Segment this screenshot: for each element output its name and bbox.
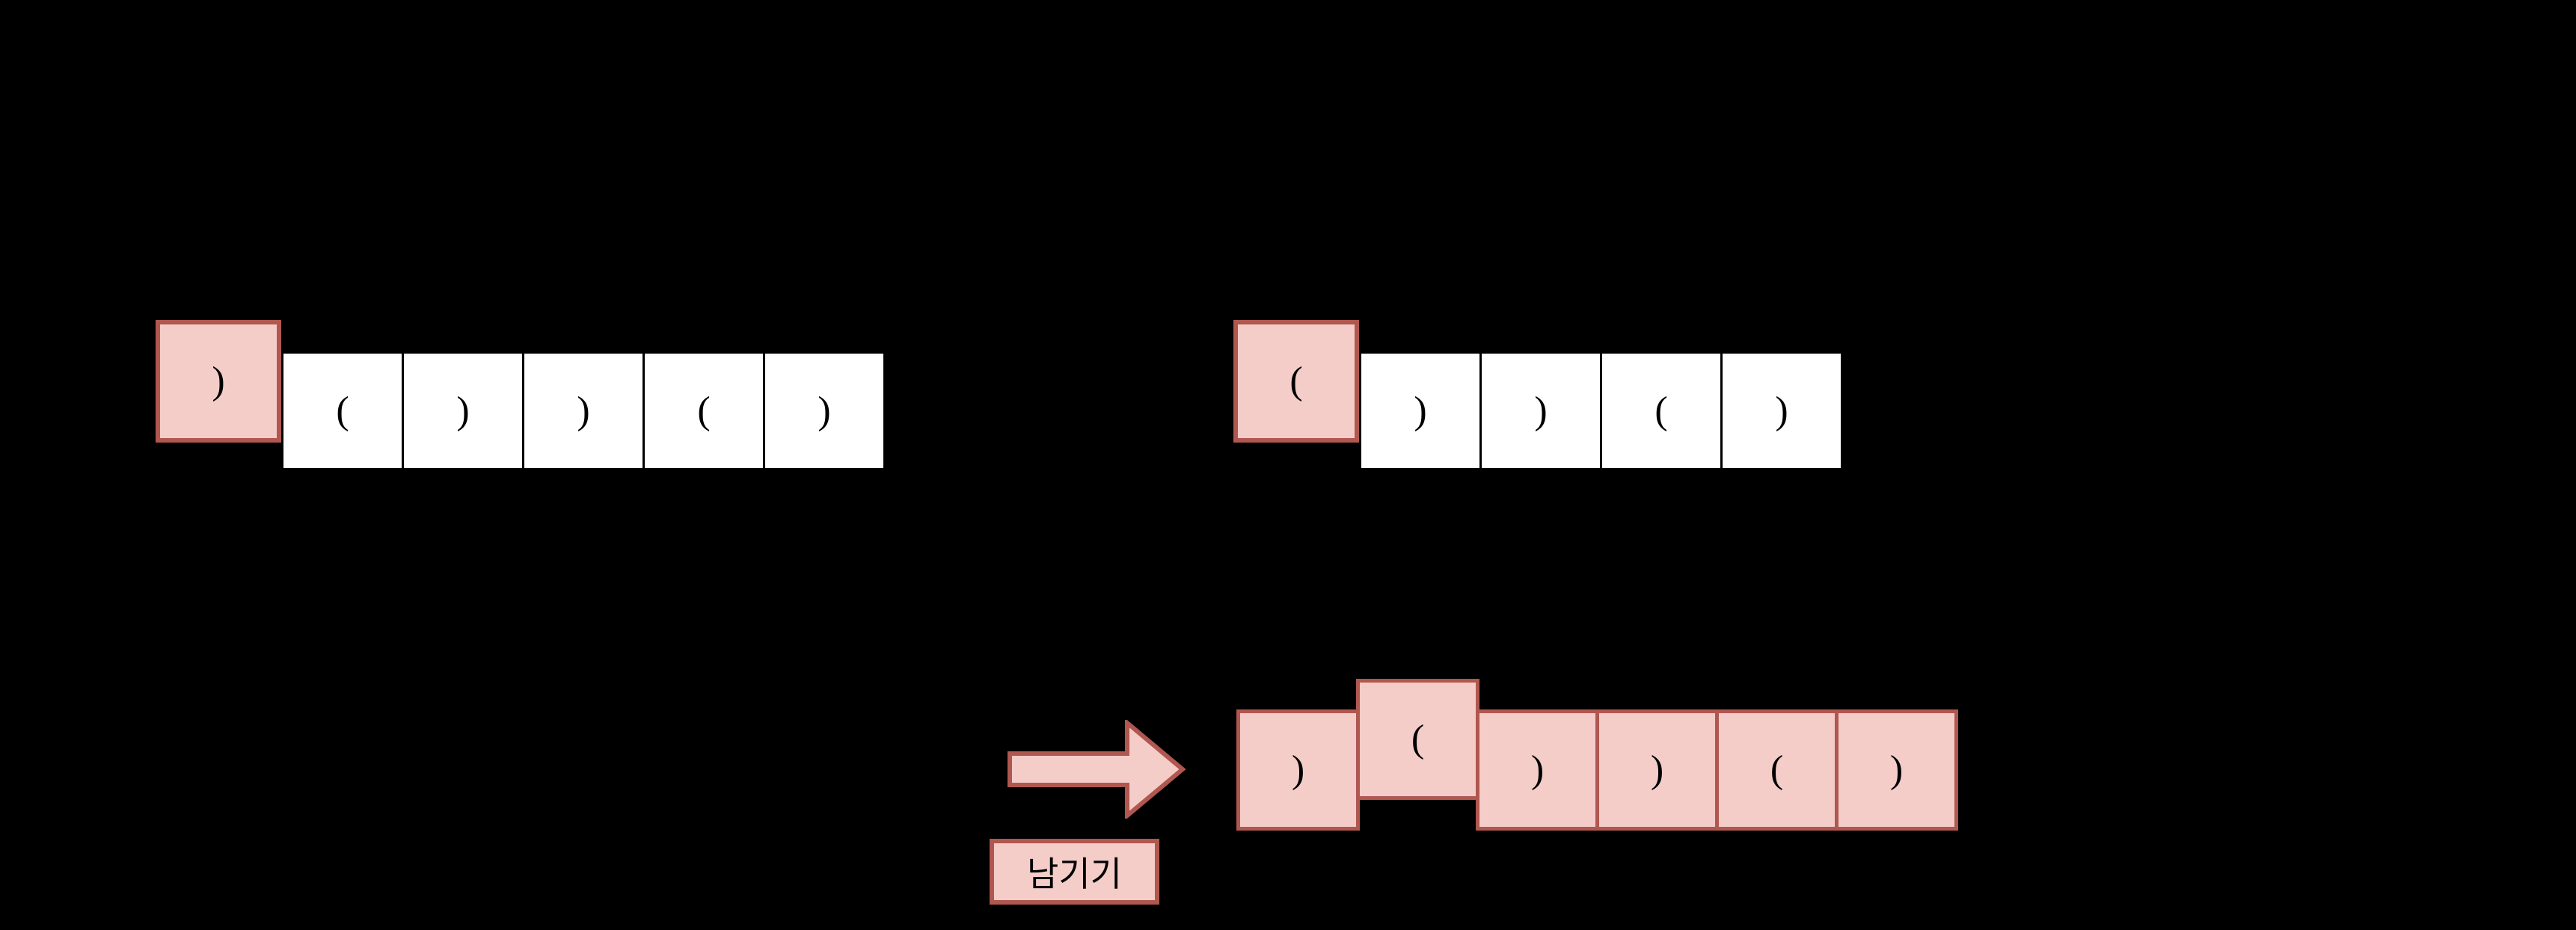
merged-result-cell-1: ( [1356, 679, 1479, 800]
left-input-new-symbol-cell: ) [156, 320, 281, 443]
left-input-cell-1: ) [402, 351, 524, 470]
right-input-cell-2: ( [1600, 351, 1723, 470]
left-input-cell-4: ) [763, 351, 886, 470]
merged-result-cell-2: ) [1476, 709, 1599, 831]
left-input-cell-3: ( [643, 351, 765, 470]
left-input-sequence: ) ())() [156, 320, 886, 470]
right-input-cell-3: ) [1720, 351, 1843, 470]
merged-result-cell-5: ) [1835, 709, 1958, 831]
merged-result-sequence: )())() [1236, 679, 1958, 831]
right-input-new-symbol-cell: ( [1233, 320, 1359, 443]
right-input-cell-0: ) [1359, 351, 1482, 470]
left-input-cell-2: ) [522, 351, 645, 470]
merged-result-cell-3: ) [1595, 709, 1719, 831]
merged-result-cell-0: ) [1236, 709, 1360, 831]
merged-result-cell-4: ( [1715, 709, 1839, 831]
merge-arrow-icon [1008, 718, 1187, 821]
keep-action-label: 남기기 [990, 839, 1159, 905]
right-input-cell-1: ) [1479, 351, 1602, 470]
left-input-cell-0: ( [281, 351, 404, 470]
right-input-sequence: ( ))() [1233, 320, 1843, 470]
